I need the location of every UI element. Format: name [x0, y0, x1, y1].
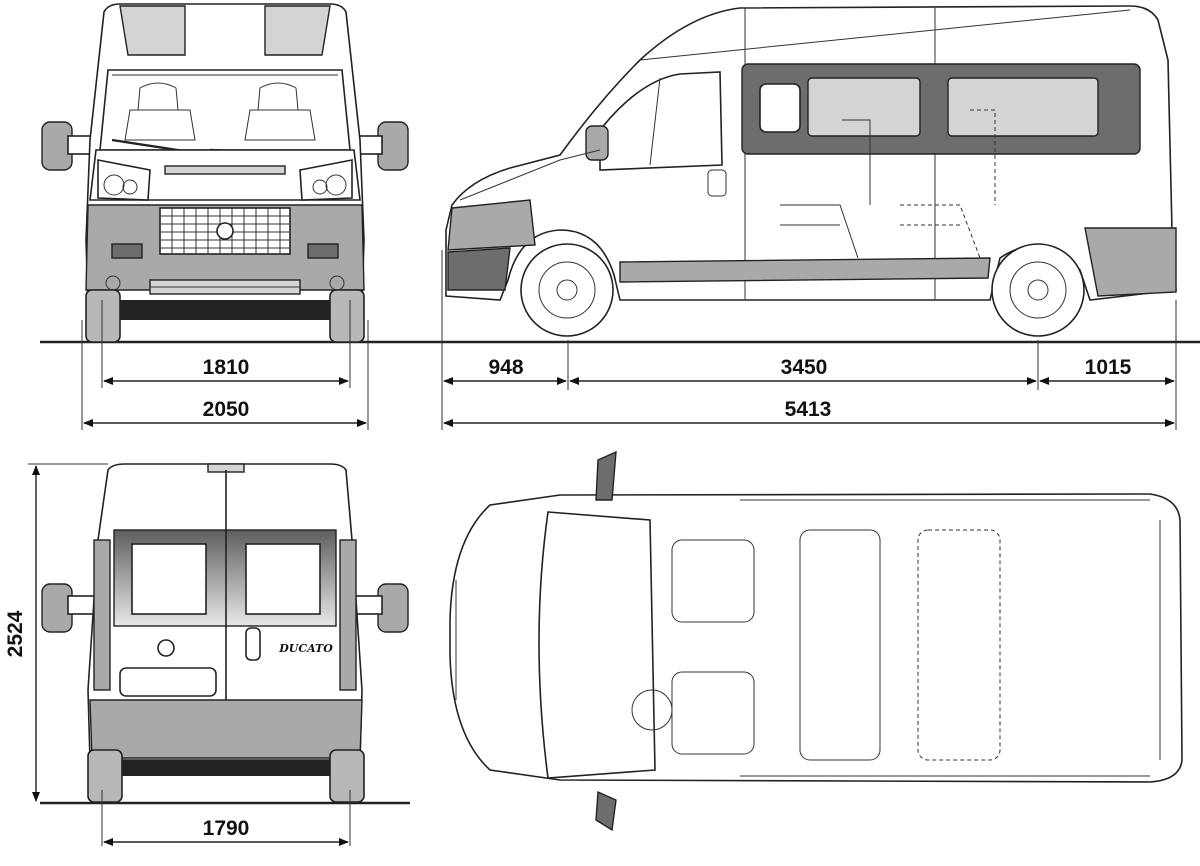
- side-front-wheel: [520, 243, 614, 337]
- top-mirror-right: [595, 790, 617, 832]
- front-view-seat-right: [244, 82, 316, 141]
- fiat-logo-rear: [157, 639, 175, 657]
- front-mirror-right: [353, 121, 409, 171]
- front-tire-right: [329, 289, 365, 343]
- dim-front-track: 1810: [203, 356, 250, 379]
- rear-view: DUCATO: [41, 463, 409, 803]
- dimension-lines: [28, 250, 1177, 846]
- front-tire-left: [85, 289, 121, 343]
- dim-rear-overhang: 1015: [1085, 356, 1132, 379]
- dim-front-width: 2050: [203, 398, 250, 421]
- dim-overall-height: 2524: [4, 610, 27, 657]
- dim-wheelbase: 3450: [781, 356, 828, 379]
- front-grille: [159, 207, 291, 255]
- front-view: [41, 3, 409, 343]
- top-view: [449, 450, 1183, 832]
- dim-overall-length: 5413: [785, 398, 832, 421]
- side-view: [445, 5, 1177, 337]
- fiat-logo-front: [216, 222, 234, 240]
- dim-rear-track: 1790: [203, 817, 250, 840]
- front-mirror-left: [41, 121, 97, 171]
- side-rear-wheel: [991, 243, 1085, 337]
- model-badge: DUCATO: [278, 642, 333, 655]
- dim-front-overhang: 948: [488, 356, 523, 379]
- side-mirror: [585, 125, 609, 161]
- front-headlight-left: [97, 159, 151, 201]
- front-view-seat-left: [124, 82, 196, 141]
- side-cab-window: [599, 71, 723, 171]
- front-headlight-right: [299, 159, 353, 201]
- top-mirror-left: [595, 450, 617, 501]
